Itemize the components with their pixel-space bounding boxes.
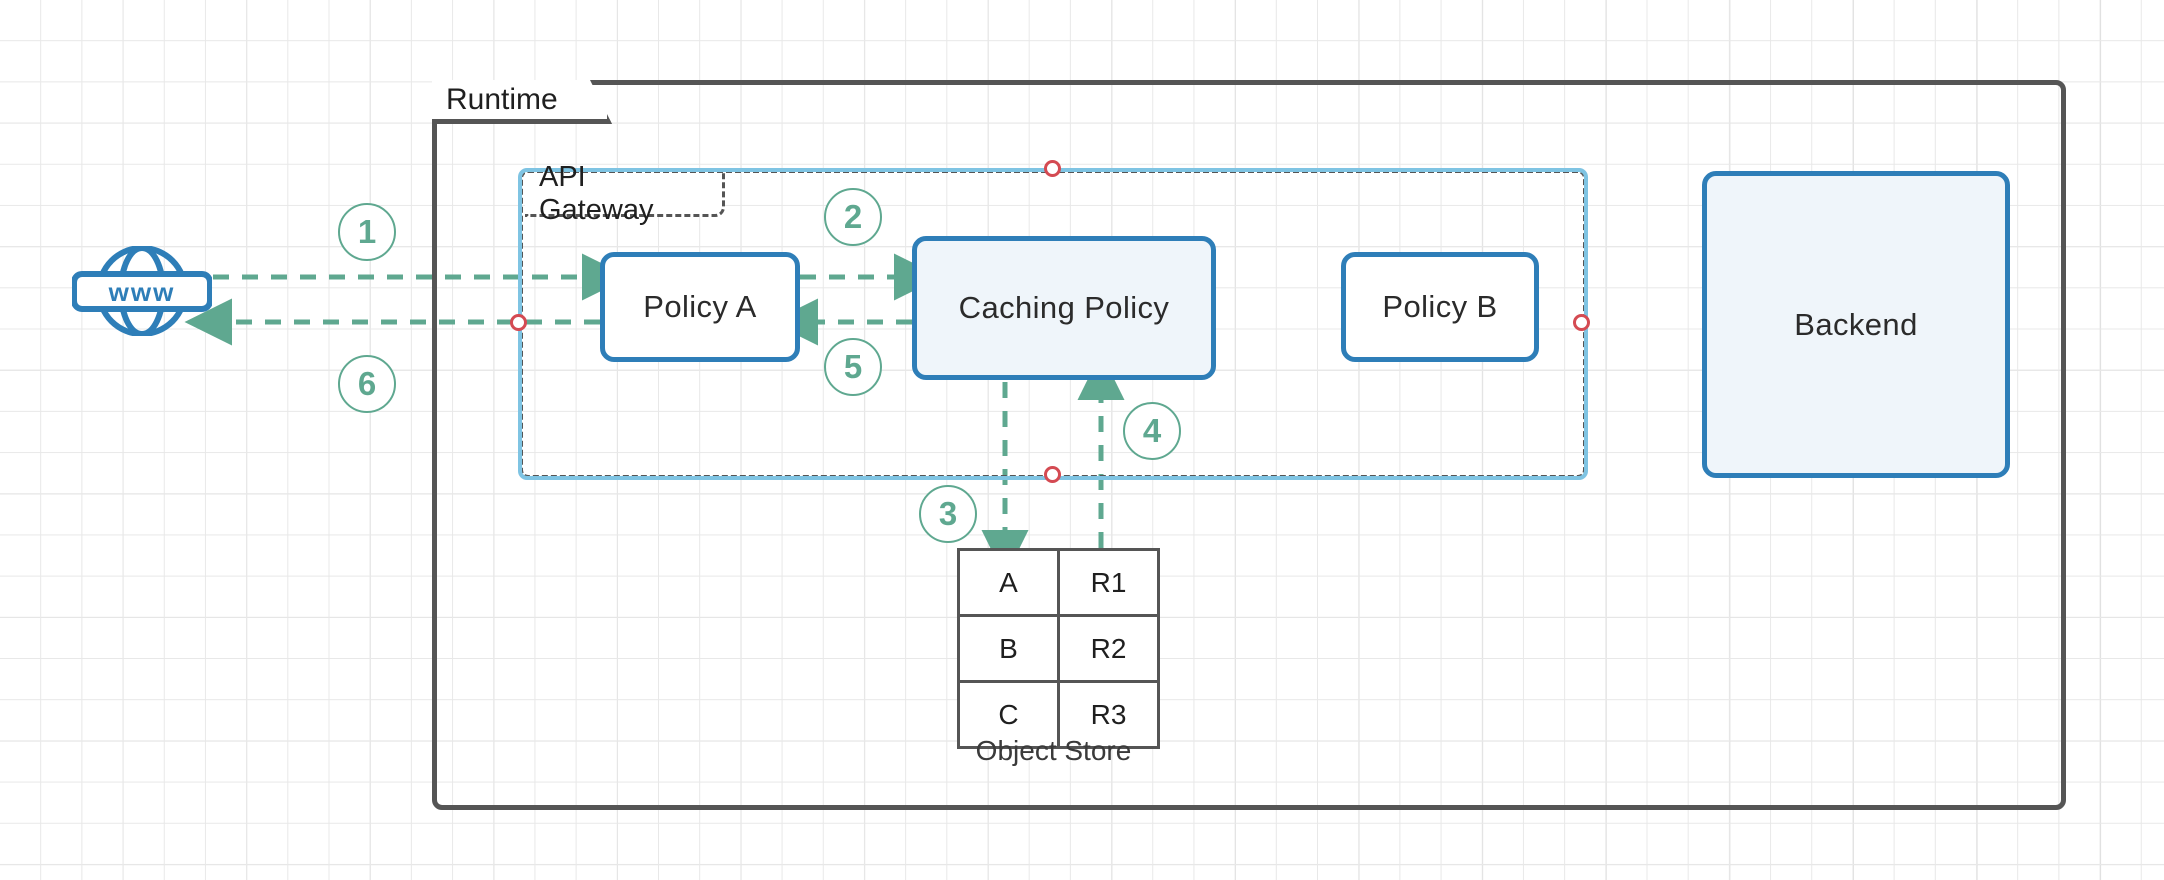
object-store-value-2: R3 (1057, 680, 1160, 749)
node-backend-label: Backend (1794, 306, 1918, 342)
step-badge-6-label: 6 (357, 365, 377, 402)
globe-www-icon: www (71, 245, 213, 337)
object-store-table[interactable]: A R1 B R2 C R3 (957, 548, 1160, 749)
connection-handle-right[interactable] (1573, 314, 1590, 331)
object-store-key-2: C (957, 680, 1060, 749)
container-api-gateway-label-tab[interactable]: API Gateway (525, 161, 725, 226)
step-badge-3[interactable]: 3 (919, 485, 977, 543)
node-backend[interactable]: Backend (1702, 171, 2010, 478)
node-internet[interactable]: www (71, 245, 213, 337)
step-badge-1-label: 1 (357, 213, 377, 250)
node-policy-b-label: Policy B (1382, 289, 1498, 324)
table-row[interactable]: A R1 (957, 548, 1160, 617)
object-store-label: Object Store (975, 735, 1132, 766)
table-row[interactable]: B R2 (957, 614, 1160, 683)
container-runtime-label-tab[interactable]: Runtime (432, 80, 612, 124)
step-badge-3-label: 3 (938, 495, 958, 532)
container-api-gateway-label: API Gateway (539, 160, 654, 226)
connection-handle-bottom[interactable] (1044, 466, 1061, 483)
step-badge-6[interactable]: 6 (338, 355, 396, 413)
node-internet-label: www (108, 277, 176, 307)
table-row[interactable]: C R3 (957, 680, 1160, 749)
connection-handle-left[interactable] (510, 314, 527, 331)
step-badge-2[interactable]: 2 (824, 188, 882, 246)
step-badge-4-label: 4 (1142, 412, 1162, 449)
object-store-value-1: R2 (1057, 614, 1160, 683)
node-policy-a[interactable]: Policy A (600, 252, 800, 362)
step-badge-5-label: 5 (843, 348, 863, 385)
connection-handle-top[interactable] (1044, 160, 1061, 177)
node-caching-policy-label: Caching Policy (958, 290, 1170, 325)
step-badge-1[interactable]: 1 (338, 203, 396, 261)
container-runtime[interactable] (432, 80, 2066, 810)
object-store-key-0: A (957, 548, 1060, 617)
node-caching-policy[interactable]: Caching Policy (912, 236, 1216, 380)
step-badge-4[interactable]: 4 (1123, 402, 1181, 460)
node-policy-b[interactable]: Policy B (1341, 252, 1539, 362)
object-store-value-0: R1 (1057, 548, 1160, 617)
object-store-key-1: B (957, 614, 1060, 683)
step-badge-2-label: 2 (843, 198, 863, 235)
node-policy-a-label: Policy A (643, 289, 757, 324)
container-runtime-label: Runtime (446, 82, 558, 116)
step-badge-5[interactable]: 5 (824, 338, 882, 396)
